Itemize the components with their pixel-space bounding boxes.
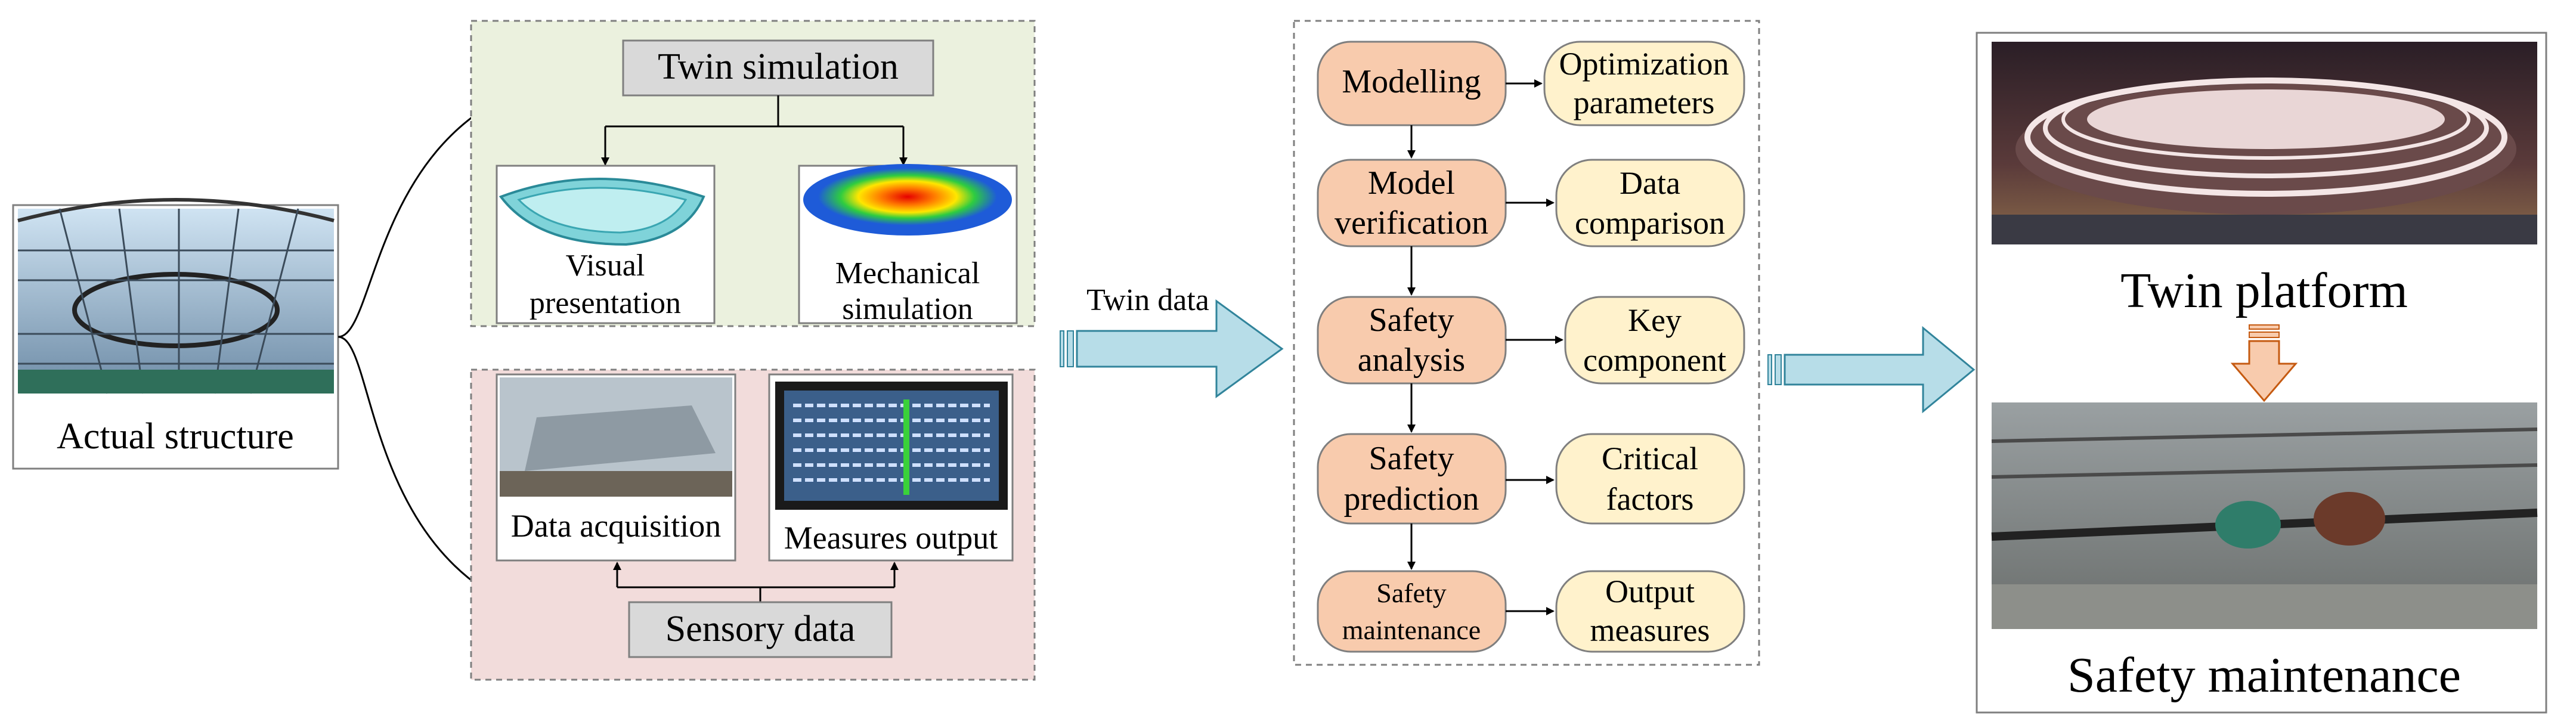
sensory-data-title-box bbox=[628, 601, 893, 658]
node-optimization-line1: Optimization bbox=[1559, 46, 1729, 82]
node-safety-analysis-line2: analysis bbox=[1358, 342, 1465, 379]
visual-presentation-image bbox=[499, 178, 705, 246]
data-acquisition-image bbox=[500, 377, 732, 497]
node-data-line1: Data bbox=[1620, 165, 1680, 201]
data-acquisition-label: Data acquisition bbox=[511, 508, 721, 544]
mechanical-simulation-label-line2: simulation bbox=[842, 292, 973, 326]
process-row-maintenance: Safety maintenance Output measures bbox=[1317, 570, 1745, 653]
sensory-data-title: Sensory data bbox=[665, 609, 856, 649]
visual-presentation-label-line2: presentation bbox=[530, 286, 681, 320]
twin-platform-image bbox=[1992, 42, 2537, 244]
node-safety-maintenance-line1: Safety bbox=[1376, 578, 1447, 608]
process-row-modelling: Modelling Optimization parameters bbox=[1317, 41, 1745, 126]
platform-down-arrow bbox=[2230, 324, 2298, 402]
mechanical-simulation-image bbox=[803, 164, 1012, 236]
twin-platform-panel: Twin platform Safety maintenance bbox=[1976, 32, 2547, 714]
mechanical-simulation-label-line1: Mechanical bbox=[835, 256, 980, 290]
safety-maintenance-image bbox=[1991, 402, 2538, 629]
node-key-line1: Key bbox=[1628, 302, 1682, 338]
twin-simulation-title-box bbox=[622, 39, 934, 97]
actual-structure-caption: Actual structure bbox=[57, 416, 294, 457]
node-key-line2: component bbox=[1583, 342, 1726, 378]
node-model-line1: Model bbox=[1368, 165, 1455, 202]
node-output-line2: measures bbox=[1590, 612, 1710, 648]
node-critical-line2: factors bbox=[1606, 481, 1694, 517]
process-row-analysis: Safety analysis Key component bbox=[1317, 296, 1745, 385]
node-data-line2: comparison bbox=[1575, 205, 1725, 241]
twin-data-label: Twin data bbox=[1086, 283, 1209, 317]
twin-platform-title: Twin platform bbox=[2120, 263, 2408, 318]
process-row-prediction: Safety prediction Critical factors bbox=[1317, 433, 1745, 525]
twin-data-arrow: Twin data bbox=[1060, 283, 1284, 398]
node-output-line1: Output bbox=[1605, 574, 1695, 609]
node-safety-analysis-line1: Safety bbox=[1368, 302, 1454, 339]
sensory-data-panel: Data acquisition Measures output Sensory… bbox=[470, 368, 1036, 681]
twin-simulation-panel: Twin simulation Visual presentation Mech… bbox=[470, 20, 1036, 327]
visual-presentation-label-line1: Visual bbox=[566, 249, 645, 283]
process-row-verification: Model verification Data comparison bbox=[1317, 159, 1745, 247]
platform-arrow bbox=[1767, 326, 1976, 414]
measures-output-label: Measures output bbox=[784, 520, 998, 556]
actual-structure-photo bbox=[17, 198, 335, 394]
node-safety-prediction-line1: Safety bbox=[1368, 440, 1454, 477]
twin-simulation-title: Twin simulation bbox=[658, 47, 899, 87]
measures-output-image bbox=[775, 382, 1008, 510]
node-safety-maintenance-line2: maintenance bbox=[1342, 615, 1481, 645]
node-safety-prediction-line2: prediction bbox=[1343, 481, 1479, 518]
safety-maintenance-title: Safety maintenance bbox=[2067, 648, 2461, 703]
node-critical-line1: Critical bbox=[1602, 441, 1698, 476]
node-model-line2: verification bbox=[1335, 205, 1488, 241]
node-optimization-line2: parameters bbox=[1574, 85, 1715, 120]
process-panel: Modelling Optimization parameters Model … bbox=[1293, 20, 1760, 666]
node-modelling: Modelling bbox=[1342, 63, 1481, 100]
actual-structure-block: Actual structure bbox=[12, 198, 339, 470]
